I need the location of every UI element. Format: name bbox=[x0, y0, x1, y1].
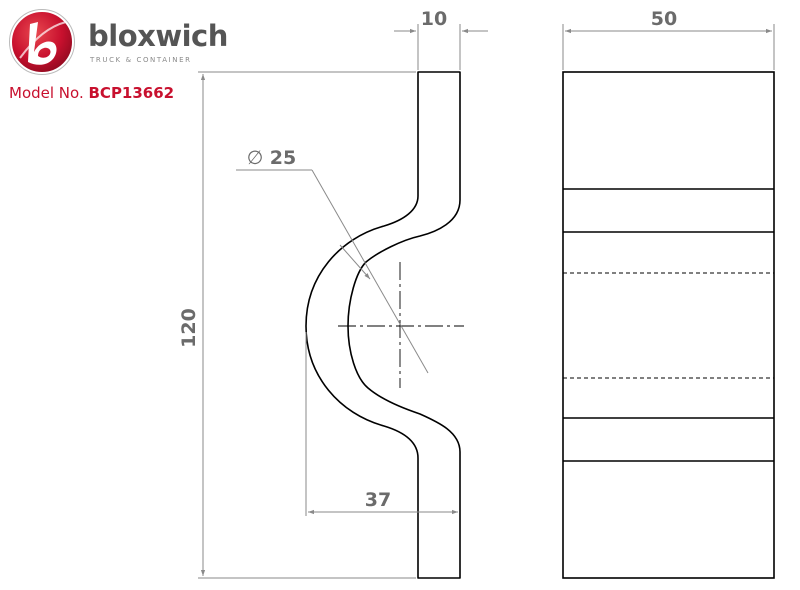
front-view bbox=[562, 71, 775, 579]
dimension-diameter-leader bbox=[236, 169, 429, 374]
brand-tagline: TRUCK & CONTAINER bbox=[90, 56, 192, 64]
dimension-depth bbox=[305, 332, 458, 516]
dimension-thickness bbox=[394, 24, 488, 70]
dimension-height bbox=[198, 71, 416, 579]
front-view-outline bbox=[562, 71, 775, 579]
model-number: BCP13662 bbox=[88, 84, 175, 102]
side-view-outline bbox=[305, 71, 461, 579]
dimension-thickness-value: 10 bbox=[421, 8, 447, 30]
dimension-height-value: 120 bbox=[178, 308, 200, 348]
dimension-width-value: 50 bbox=[651, 8, 677, 30]
dimension-diameter-value: 25 bbox=[270, 147, 296, 169]
bloxwich-b-badge-icon bbox=[9, 9, 75, 75]
model-prefix: Model No. bbox=[9, 84, 84, 102]
dimension-depth-value: 37 bbox=[365, 489, 391, 511]
brand-logo: bloxwich TRUCK & CONTAINER bbox=[8, 8, 228, 78]
brand-name: bloxwich bbox=[88, 19, 228, 53]
model-number-label: Model No. BCP13662 bbox=[9, 86, 174, 101]
dimension-width bbox=[562, 24, 775, 70]
dimension-diameter-symbol: ∅ bbox=[247, 147, 264, 169]
